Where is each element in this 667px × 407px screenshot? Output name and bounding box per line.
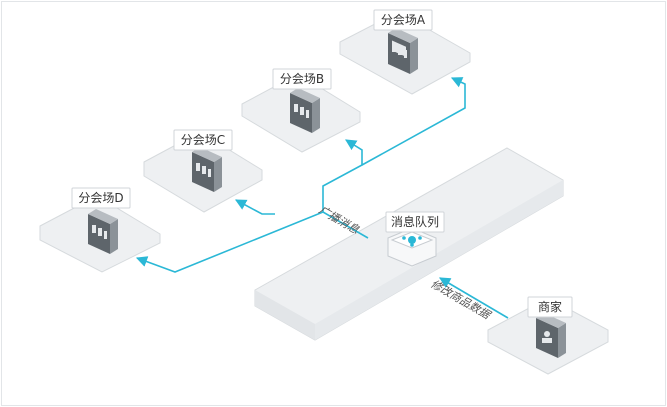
line-merchant-to-queue bbox=[439, 277, 509, 319]
queue-label: 消息队列 bbox=[391, 214, 439, 229]
server-details bbox=[92, 44, 407, 239]
venue-a-chip: 分会场A bbox=[373, 9, 433, 31]
broadcast-lines bbox=[135, 77, 466, 273]
merchant-label: 商家 bbox=[538, 299, 562, 314]
line-to-venue-c bbox=[235, 199, 275, 215]
venue-d-chip: 分会场D bbox=[71, 187, 131, 209]
server-venue-b-icon bbox=[290, 88, 320, 133]
venue-b-label: 分会场B bbox=[280, 72, 324, 86]
queue-chip: 消息队列 bbox=[385, 211, 445, 233]
venue-b-chip: 分会场B bbox=[272, 68, 332, 90]
message-queue-icon bbox=[387, 227, 437, 267]
line-to-venue-b bbox=[322, 139, 363, 212]
venue-d-label: 分会场D bbox=[78, 191, 123, 205]
venue-a-label: 分会场A bbox=[381, 13, 426, 27]
line-to-venue-a bbox=[361, 77, 466, 166]
venue-c-chip: 分会场C bbox=[173, 129, 233, 151]
modify-edge-label: 修改商品数据 bbox=[429, 277, 494, 322]
server-venue-a-icon bbox=[388, 28, 418, 74]
broadcast-edge-label: 广播消息 bbox=[317, 203, 362, 236]
merchant-chip: 商家 bbox=[527, 296, 573, 318]
line-to-venue-d bbox=[135, 211, 369, 273]
venue-c-label: 分会场C bbox=[181, 133, 225, 147]
